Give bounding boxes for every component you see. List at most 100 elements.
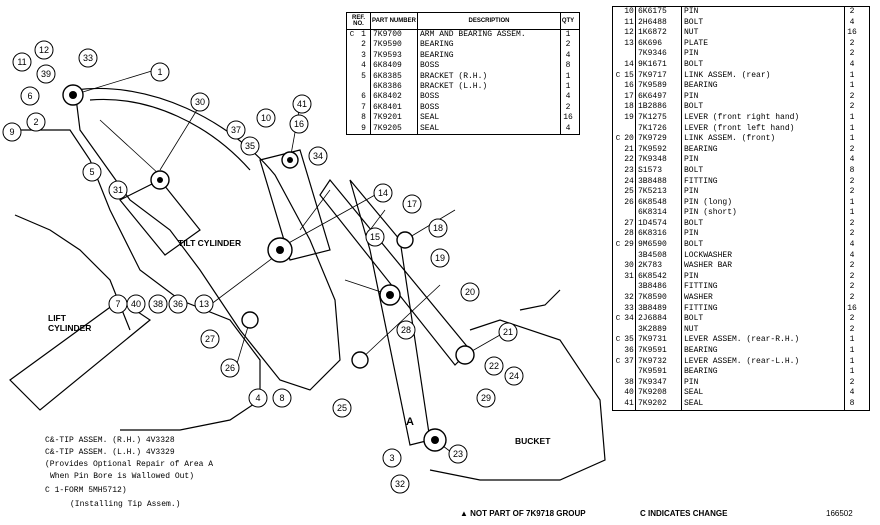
part-number: 7K9593 [371,50,418,62]
part-number: 7K1726 [636,123,682,135]
part-number: 6K8402 [371,92,418,103]
tilt-cylinder-body [119,179,201,256]
ref-number: 36 [623,346,636,357]
quantity: 1 [565,30,571,39]
description: LOCKWASHER [682,250,845,262]
callout-bubble: 19 [430,248,450,268]
part-number: 6K8548 [636,197,682,209]
change-mark [613,272,623,283]
description: PIN [682,377,845,389]
description: PIN [682,91,845,103]
ref-number [623,208,636,219]
quantity: 2 [849,324,855,334]
ref-number: 1 [357,30,371,41]
quantity: 4 [849,388,855,398]
ref-number [623,282,636,294]
note-line-2: C&-TIP ASSEM. (L.H.) 4V3329 [45,448,175,457]
arm-inner-line [89,98,251,171]
ref-number [623,367,636,378]
ref-number [623,324,636,336]
description: BRACKET (R.H.) [418,71,561,82]
callout-number: 35 [245,141,255,151]
ref-number: 23 [623,165,636,177]
header-ref: REF. NO. [347,13,371,29]
change-mark [613,177,623,188]
pin-joint-5 [241,311,259,329]
change-mark [613,325,623,336]
header-part: PART NUMBER [371,13,418,29]
ref-number: 20 [623,134,636,145]
callout-number: 33 [83,53,93,63]
callout-bubble: 8 [272,388,292,408]
change-mark [347,82,357,92]
callout-bubble: 17 [402,194,422,214]
description: SEAL [682,398,845,410]
change-mark [347,113,357,123]
quantity: 2 [849,229,855,239]
callout-bubble: 35 [240,136,260,156]
frame-outline [20,129,261,431]
change-mark [347,51,357,61]
description: BEARING [418,40,561,51]
note-line-4: When Pin Bore is Wallowed Out) [50,472,195,481]
ref-number: 16 [623,81,636,92]
change-mark: C [615,241,621,250]
callout-number: 7 [115,299,120,309]
change-mark: C [349,31,355,39]
part-number: 6K8409 [371,61,418,72]
callout-bubble: 12 [34,40,54,60]
part-number: 7K9347 [636,377,682,389]
callout-bubble: 18 [428,218,448,238]
description: BOLT [682,59,845,71]
part-number: 6K8386 [371,81,418,93]
callout-bubble: 20 [460,282,480,302]
quantity: 1 [849,112,855,122]
change-mark [347,72,357,82]
callout-bubble: 4 [248,388,268,408]
description: LEVER ASSEM. (rear-L.H.) [682,356,845,368]
ref-number: 29 [623,240,636,251]
header-qty: QTY [561,18,575,24]
change-mark [613,293,623,304]
quantity: 2 [849,176,855,186]
ref-number: 14 [623,59,636,71]
quantity: 2 [849,38,855,48]
callout-bubble: 32 [390,474,410,494]
description: BEARING [682,81,845,92]
description: SEAL [682,388,845,399]
change-mark [613,251,623,262]
part-number: 7K9202 [636,398,682,410]
callout-number: 23 [453,449,463,459]
change-mark: C [615,336,621,345]
change-mark [613,18,623,29]
footer-fig-number: 166502 [826,509,853,518]
callout-bubble: 2 [26,112,46,132]
quantity: 4 [849,155,855,165]
callout-bubble: 29 [476,388,496,408]
description: BOLT [682,240,845,251]
ref-number [623,49,636,60]
callout-bubble: 28 [396,320,416,340]
callout-bubble: 26 [220,358,240,378]
ref-number [357,81,371,93]
quantity: 4 [565,50,571,60]
change-mark [613,92,623,103]
ref-number: 27 [623,218,636,230]
callout-bubble: 38 [148,294,168,314]
callout-number: 31 [113,185,123,195]
part-number: 9M6590 [636,240,682,251]
ref-number: 4 [357,61,371,72]
note-line-6: (Installing Tip Assem.) [70,500,181,509]
